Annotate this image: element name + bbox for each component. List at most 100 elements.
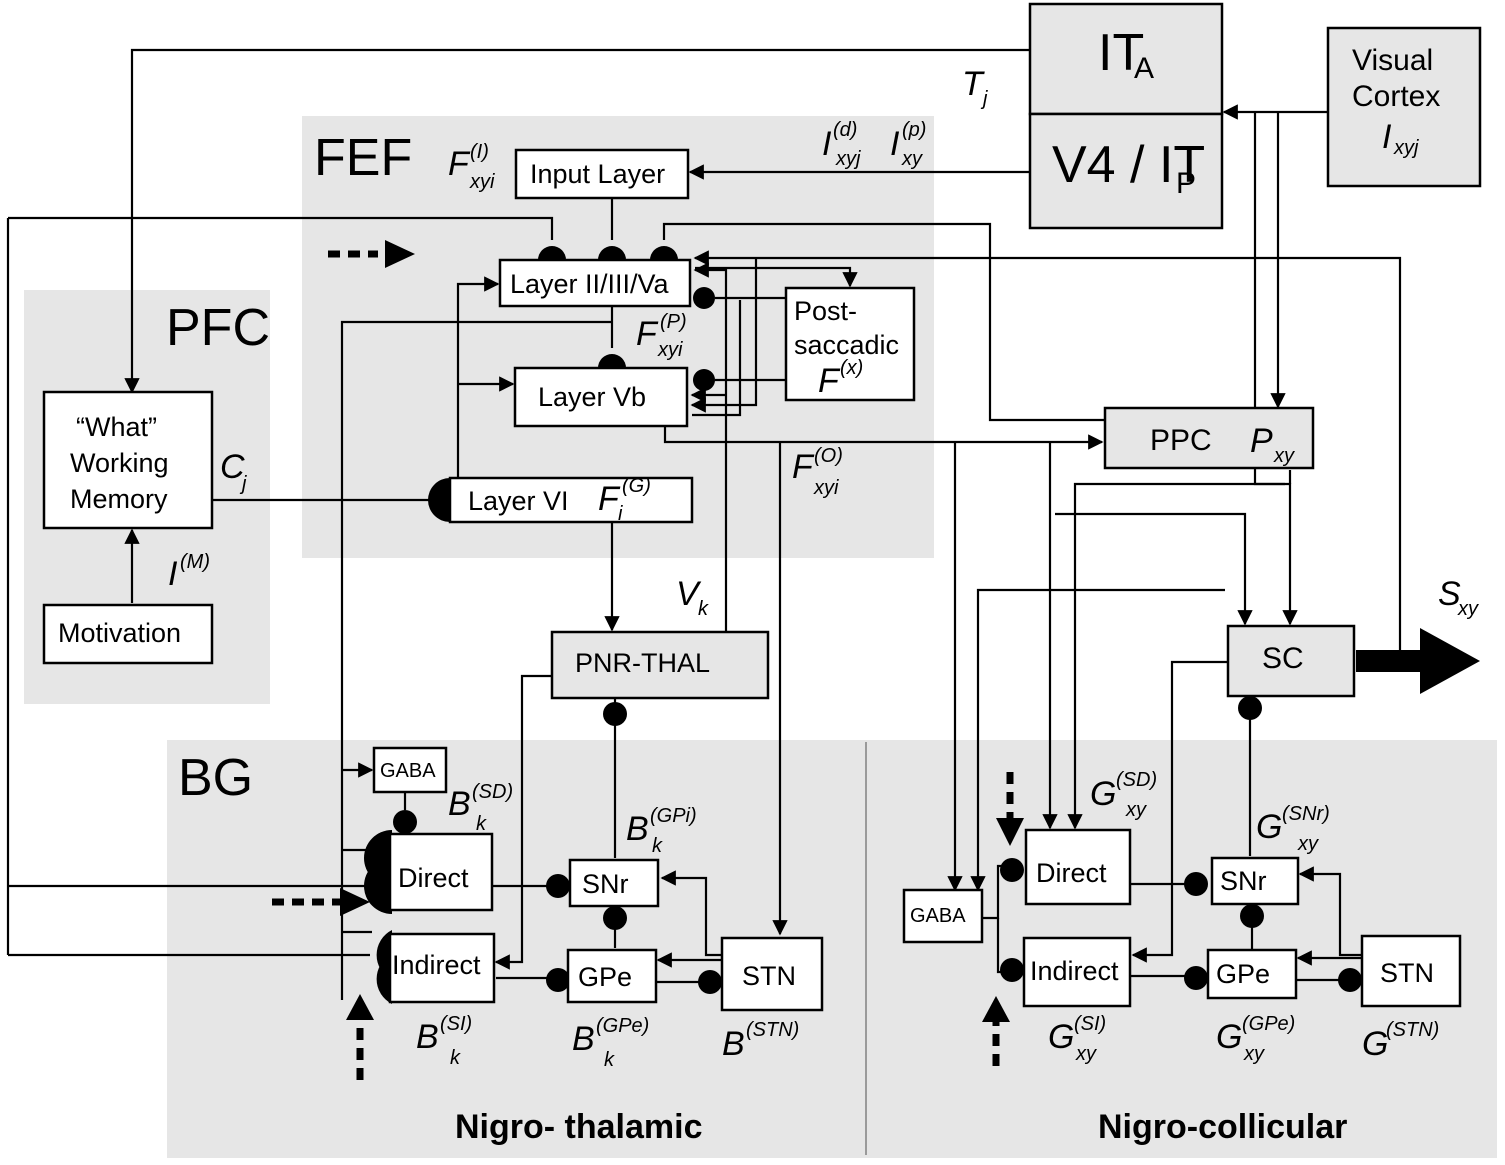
g-sd-xy-label: G(SD)xy <box>1090 769 1157 821</box>
svg-text:(GPi): (GPi) <box>650 805 697 827</box>
svg-text:xyi: xyi <box>813 477 839 499</box>
svg-text:(STN): (STN) <box>746 1019 799 1041</box>
svg-text:C: C <box>220 448 245 486</box>
svg-text:k: k <box>604 1049 615 1071</box>
visual-cortex-box: Visual Cortex <box>1326 26 1482 188</box>
i-m-label: I(M) <box>168 551 210 593</box>
svg-text:Working: Working <box>70 448 169 478</box>
f-g-i-label: F(G)i <box>598 475 651 525</box>
svg-text:IT: IT <box>1098 24 1144 82</box>
svg-text:Layer VI: Layer VI <box>468 486 569 516</box>
pnr-thal-box: PNR-THAL <box>550 630 770 700</box>
svg-text:V4 / IT: V4 / IT <box>1052 136 1205 194</box>
svg-text:(d): (d) <box>833 119 857 141</box>
svg-text:GABA: GABA <box>910 905 966 927</box>
i-d-xyj-label: I(d)xyj <box>822 119 861 170</box>
svg-text:(SD): (SD) <box>472 781 513 803</box>
svg-text:(SI): (SI) <box>440 1013 472 1035</box>
svg-text:xy: xy <box>1297 833 1319 855</box>
pfc-label: PFC <box>166 299 270 357</box>
svg-text:Motivation: Motivation <box>58 618 181 648</box>
svg-text:xy: xy <box>1243 1043 1265 1065</box>
svg-text:SC: SC <box>1262 642 1304 675</box>
svg-text:(P): (P) <box>660 311 687 333</box>
svg-text:xy: xy <box>1273 445 1295 467</box>
svg-text:(x): (x) <box>840 357 863 379</box>
f-p-xyi-label: F(P)xyi <box>636 311 687 361</box>
v4-itp-box: V4 / IT P <box>1028 112 1224 230</box>
g-snr-xy-label: G(SNr) xy <box>1256 803 1330 855</box>
svg-text:S: S <box>1438 575 1461 613</box>
direct-left-box: Direct <box>388 832 494 912</box>
svg-text:(O): (O) <box>814 445 843 467</box>
sc-box: SC <box>1226 624 1356 698</box>
svg-text:k: k <box>652 835 663 857</box>
connections <box>6 48 1402 1000</box>
svg-text:G: G <box>1216 1018 1242 1056</box>
svg-text:Direct: Direct <box>398 863 469 893</box>
svg-text:(SI): (SI) <box>1074 1013 1106 1035</box>
svg-text:Layer II/III/Va: Layer II/III/Va <box>510 269 670 299</box>
motivation-box: Motivation <box>42 603 214 665</box>
svg-text:PNR-THAL: PNR-THAL <box>575 648 710 678</box>
inhibitory-synapses <box>364 246 1362 1004</box>
svg-text:k: k <box>450 1047 461 1069</box>
svg-text:B: B <box>416 1018 439 1056</box>
gaba-left-box: GABA <box>372 746 448 794</box>
layer-2-3-5a-box: Layer II/III/Va <box>498 258 692 308</box>
svg-text:(SNr): (SNr) <box>1282 803 1330 825</box>
what-wm-box: “What” Working Memory <box>42 390 214 530</box>
stn-right-box: STN <box>1360 934 1462 1008</box>
g-gpe-xy-label: G(GPe) xy <box>1216 1013 1295 1065</box>
svg-text:A: A <box>1134 52 1154 85</box>
s-xy-label: Sxy <box>1438 575 1479 620</box>
svg-text:Indirect: Indirect <box>392 950 481 980</box>
g-stn-label: G(STN) <box>1362 1019 1439 1063</box>
svg-text:F: F <box>792 448 815 486</box>
fef-label: FEF <box>314 129 412 187</box>
svg-text:I: I <box>168 555 178 593</box>
svg-text:STN: STN <box>742 961 796 991</box>
svg-text:G: G <box>1256 808 1282 846</box>
svg-text:Direct: Direct <box>1036 858 1107 888</box>
svg-text:“What”: “What” <box>76 412 157 442</box>
svg-text:xy: xy <box>1457 598 1479 620</box>
ppc-box: PPC <box>1103 406 1315 470</box>
svg-text:GABA: GABA <box>380 760 436 782</box>
svg-text:xyi: xyi <box>469 171 495 193</box>
stn-left-box: STN <box>720 936 824 1012</box>
svg-text:B: B <box>626 810 649 848</box>
nigro-thalamic-label: Nigro- thalamic <box>455 1108 702 1146</box>
svg-text:P: P <box>1176 167 1196 200</box>
gpe-left-box: GPe <box>566 948 658 1004</box>
svg-text:B: B <box>448 785 471 823</box>
direct-right-box: Direct <box>1024 828 1132 906</box>
svg-text:B: B <box>722 1025 745 1063</box>
svg-text:I: I <box>890 125 900 163</box>
svg-text:j: j <box>980 88 988 110</box>
svg-text:Memory: Memory <box>70 484 168 514</box>
svg-text:GPe: GPe <box>1216 959 1270 989</box>
svg-text:Layer Vb: Layer Vb <box>538 382 646 412</box>
bg-label: BG <box>178 749 253 807</box>
snr-left-box: SNr <box>568 858 660 908</box>
svg-text:k: k <box>698 598 709 620</box>
svg-text:V: V <box>676 575 702 613</box>
svg-text:(GPe): (GPe) <box>1242 1013 1295 1035</box>
g-si-xy-label: G(SI)xy <box>1048 1013 1106 1065</box>
b-stn-label: B(STN) <box>722 1019 799 1063</box>
dashed-input-arrows <box>272 240 1024 1080</box>
svg-text:xyi: xyi <box>657 339 683 361</box>
sc-output-arrow <box>1356 628 1480 694</box>
b-sd-k-label: B(SD)k <box>448 781 513 835</box>
svg-text:P: P <box>1250 422 1273 460</box>
input-layer-box: Input Layer <box>514 148 690 200</box>
svg-text:xyj: xyj <box>835 148 861 170</box>
svg-text:(SD): (SD) <box>1116 769 1157 791</box>
svg-text:G: G <box>1090 775 1116 813</box>
